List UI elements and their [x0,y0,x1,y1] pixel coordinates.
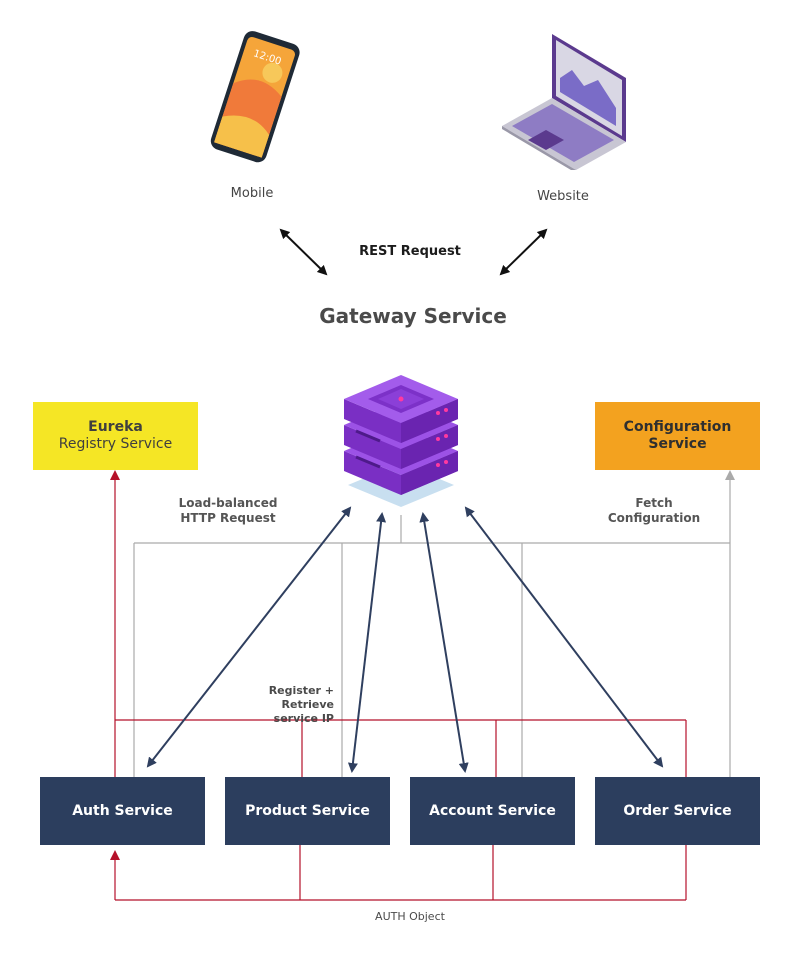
product-service-box: Product Service [225,777,390,845]
gateway-server-icon [344,375,458,507]
gateway-order-arrow [464,506,664,768]
register-retrieve-label: Register + Retrieve service IP [214,684,334,726]
register-line2: service IP [273,712,334,725]
gateway-service-title: Gateway Service [319,304,507,328]
load-balanced-label: Load-balanced HTTP Request [158,496,298,526]
fetch-line2: Configuration [607,511,701,525]
website-label: Website [537,189,589,204]
website-rest-arrow [499,228,548,276]
register-line1: Register + Retrieve [268,684,334,711]
mobile-label: Mobile [230,186,274,201]
rest-request-label: REST Request [359,244,461,259]
load-balanced-line2: HTTP Request [180,511,276,525]
config-subtitle: Service [648,436,707,452]
gateway-product-arrow [347,512,387,773]
mobile-rest-arrow [279,228,328,276]
load-balanced-line1: Load-balanced [178,496,278,510]
laptop-icon [502,34,626,170]
gateway-account-arrow [419,512,469,773]
eureka-registry-box: Eureka Registry Service [33,402,198,470]
mobile-phone-icon: 12:00 [210,31,300,163]
config-title: Configuration [623,419,732,435]
fetch-line1: Fetch [635,496,673,510]
order-service-box: Order Service [595,777,760,845]
auth-object-label: AUTH Object [375,910,445,923]
gateway-auth-arrow [146,506,352,768]
account-service-box: Account Service [410,777,575,845]
red-auth-lines [110,845,687,901]
fetch-configuration-label: Fetch Configuration [594,496,714,526]
configuration-service-box: Configuration Service [595,402,760,470]
eureka-title: Eureka [88,419,143,435]
eureka-subtitle: Registry Service [58,436,173,452]
auth-service-box: Auth Service [40,777,205,845]
